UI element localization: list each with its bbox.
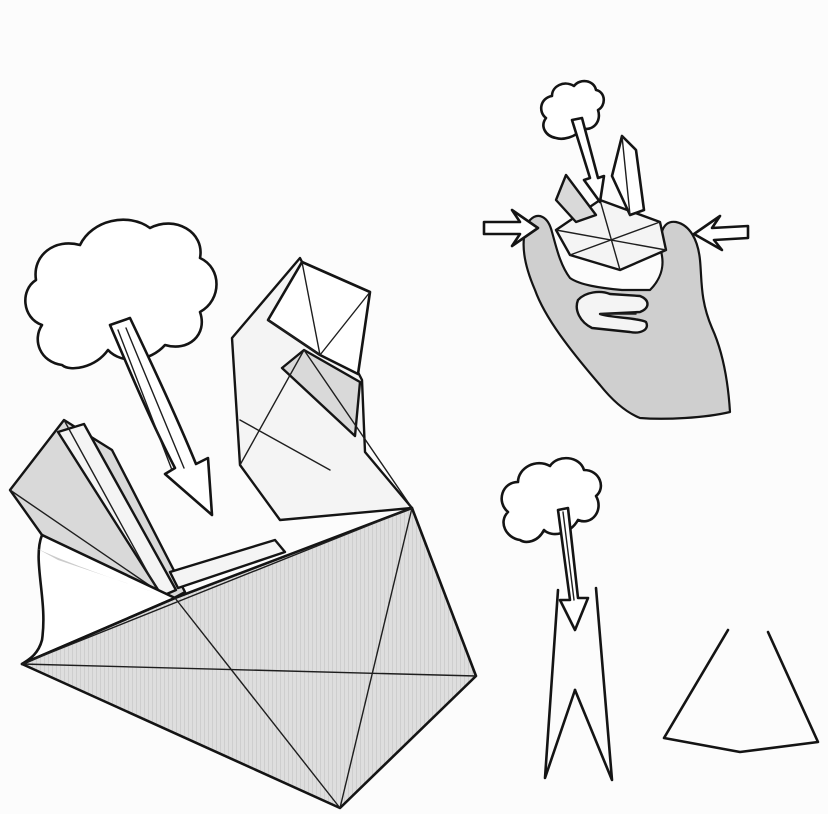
hand-squeeze-step [484,81,748,419]
small-cloud [541,81,604,139]
inflate-step [502,458,818,780]
inflated-result [664,630,818,752]
hand-fingers [577,292,648,333]
medium-cloud [502,458,601,542]
squeeze-arrow-right [694,216,748,250]
small-model-head [612,136,644,215]
